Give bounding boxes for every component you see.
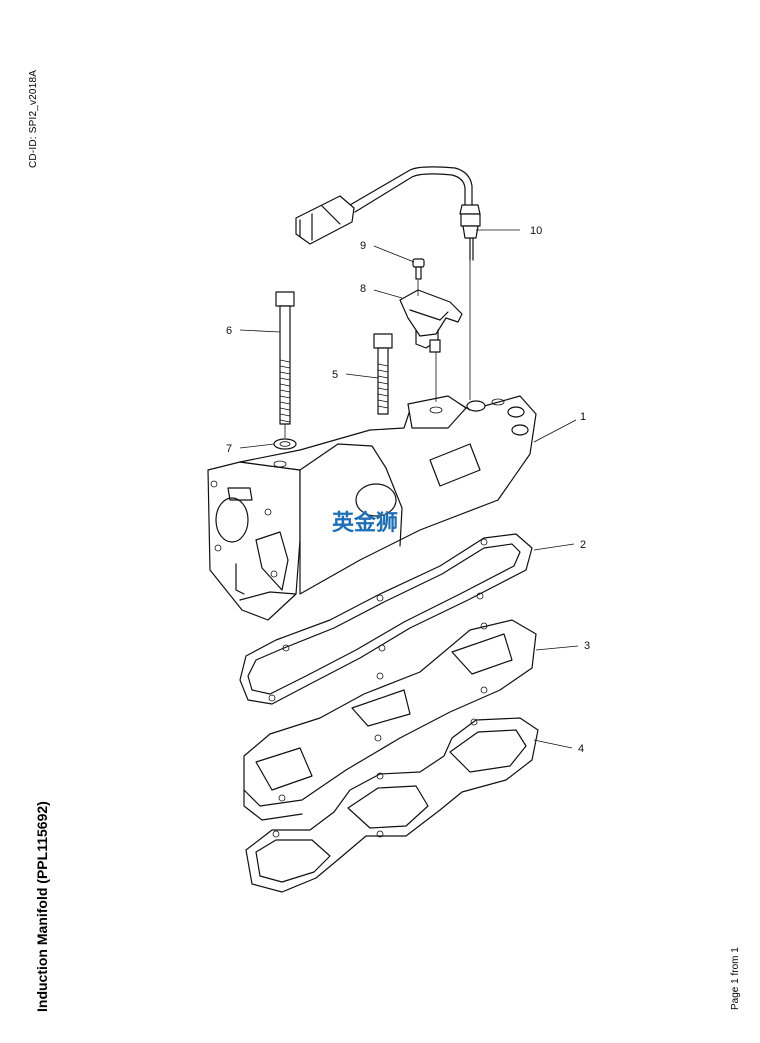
callout-10: 10 (530, 225, 542, 237)
spacer-plate-part (243, 619, 537, 821)
short-bolt-part (373, 333, 393, 415)
callout-5: 5 (332, 369, 338, 381)
callout-7: 7 (226, 443, 232, 455)
callout-8: 8 (360, 283, 366, 295)
callout-1: 1 (580, 411, 586, 423)
clamp-bracket-part (399, 289, 463, 353)
manifold-gasket-part (245, 717, 539, 893)
watermark-text: 英金狮 (332, 510, 398, 536)
washer-part (273, 438, 297, 450)
long-bolt-part (275, 291, 295, 425)
screw-part (412, 258, 425, 280)
assembly-guide-lines (284, 260, 471, 438)
callout-9: 9 (360, 240, 366, 252)
callout-2: 2 (580, 539, 586, 551)
callout-3: 3 (584, 640, 590, 652)
callout-4: 4 (578, 743, 584, 755)
induction-manifold-part (207, 395, 537, 621)
callout-6: 6 (226, 325, 232, 337)
gasket-outer-part (239, 533, 533, 705)
callout-leaders (239, 229, 579, 749)
temperature-sensor-part (295, 166, 481, 261)
